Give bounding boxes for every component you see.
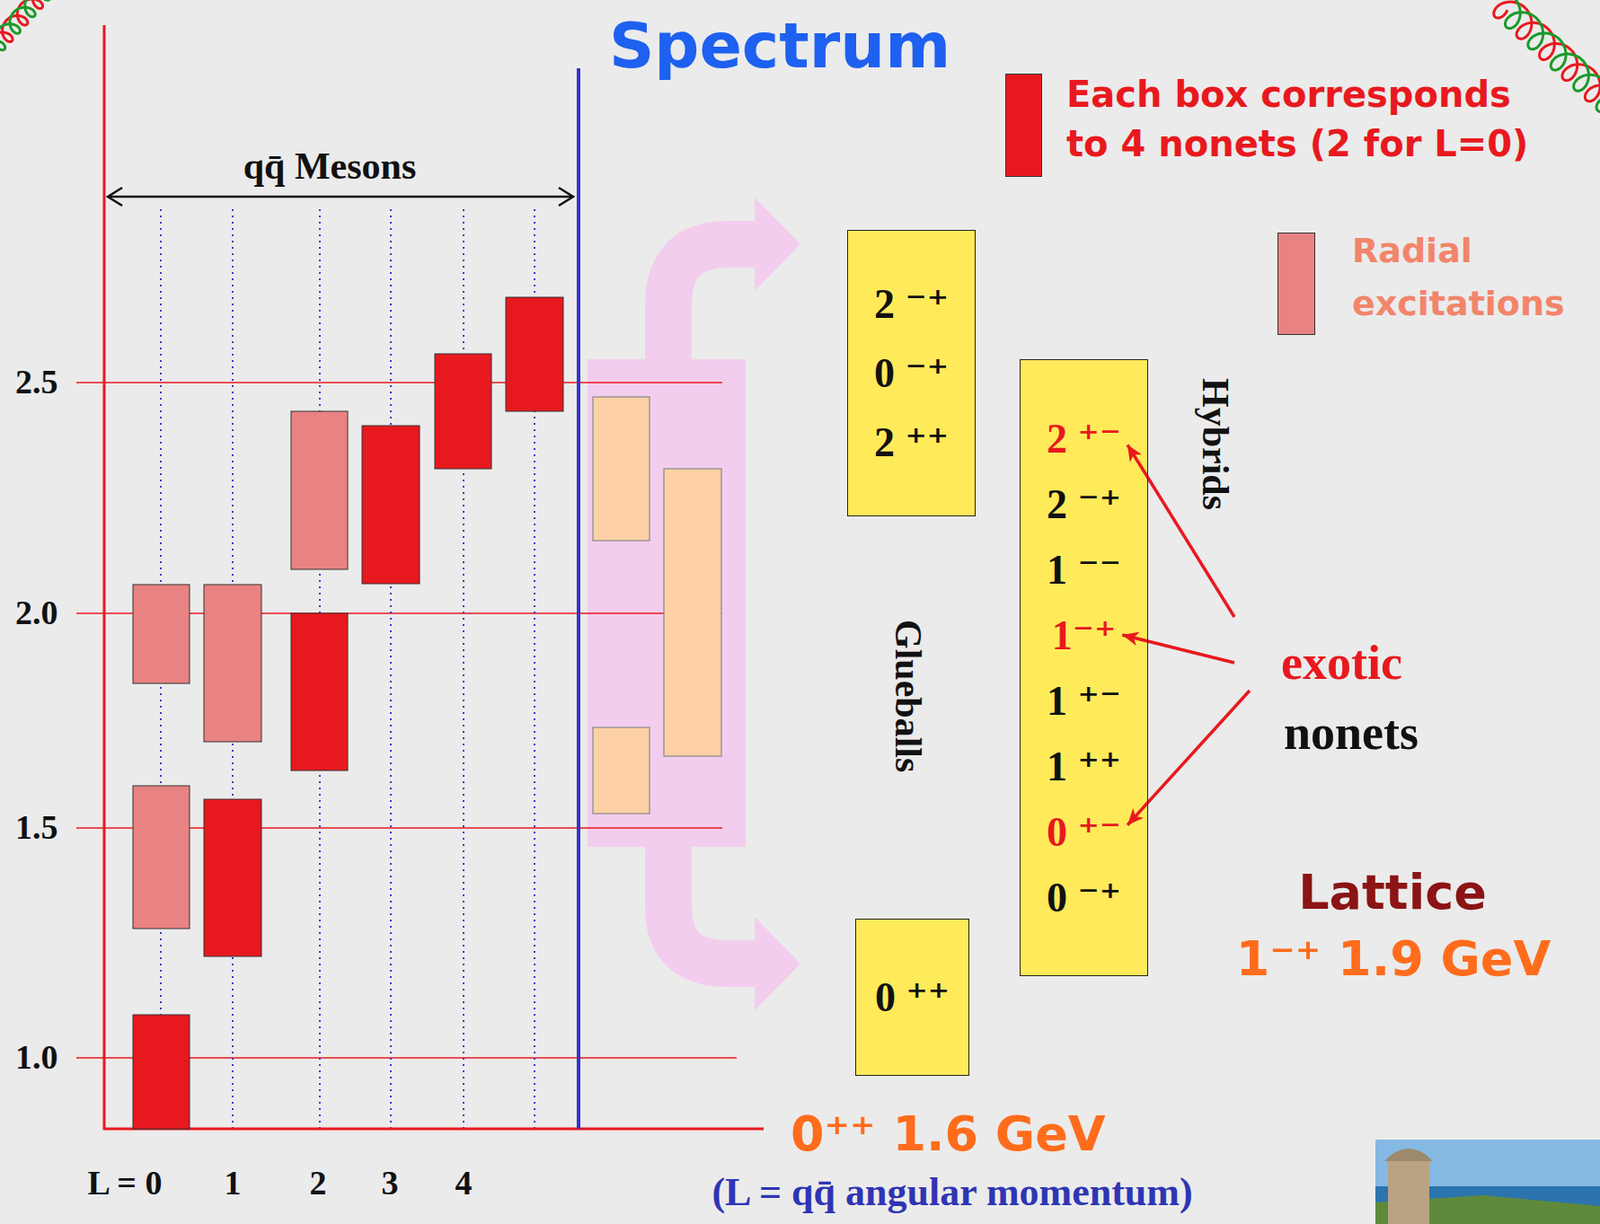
jpc-label: 1 ⁺⁻: [1046, 668, 1122, 734]
range-arrowhead: [107, 187, 123, 206]
axis-tick: 1.0: [15, 1038, 59, 1079]
node-fill: [847, 229, 976, 517]
photo-dome: [1384, 1149, 1433, 1162]
glueball-range: [592, 727, 650, 814]
jpc-label: 0 ⁺⁻: [1046, 799, 1122, 866]
photo-sky: [1375, 1140, 1600, 1224]
flow-arrowhead: [754, 917, 801, 1011]
axis-tick: 2.0: [15, 593, 59, 634]
gluon-coil: [0, 0, 51, 62]
legend-swatch: [1005, 73, 1043, 177]
divider-line: [576, 68, 581, 1130]
radial-box: [291, 411, 348, 570]
title: Spectrum: [609, 9, 951, 83]
lattice-value: 0⁺⁺ 1.6 GeV: [790, 1106, 1106, 1163]
lattice-value: 1⁻⁺ 1.9 GeV: [1236, 931, 1552, 988]
glueball-box: 2 ⁻⁺0 ⁻⁺2 ⁺⁺: [847, 229, 976, 517]
l-guide: [462, 209, 465, 1130]
callout-text: exotic: [1281, 635, 1403, 691]
flow-arrow: [668, 907, 760, 964]
photo: [1375, 1140, 1600, 1224]
meson-box: [434, 353, 492, 469]
photo-tower: [1387, 1159, 1430, 1224]
node-fill: [1019, 359, 1149, 977]
jpc-label: 0 ⁻⁺: [1046, 865, 1122, 931]
node-fill: [855, 919, 970, 1077]
l-guide: [389, 209, 392, 1130]
radial-box: [132, 584, 190, 684]
jpc-label: 2 ⁻⁺: [874, 269, 949, 339]
glueball-band: [587, 359, 746, 848]
group-heading: qq̄ Mesons: [243, 144, 417, 188]
radial-box: [132, 786, 190, 929]
meson-box: [203, 799, 262, 957]
axis-tick: L = 0: [88, 1164, 163, 1204]
legend-swatch: [1277, 232, 1316, 336]
jpc-label: 1 ⁻⁻: [1046, 537, 1122, 603]
range-arrow: [107, 195, 574, 199]
axis-note: (L = qq̄ angular momentum): [711, 1170, 1193, 1217]
axis-tick: 2: [309, 1164, 328, 1204]
hybrid-box: Hybrids2 ⁺⁻2 ⁻⁺1 ⁻⁻1⁻⁺1 ⁺⁻1 ⁺⁺0 ⁺⁻0 ⁻⁺: [1019, 359, 1149, 977]
jpc-label: 0 ⁻⁺: [874, 338, 949, 408]
glueball-box: 0 ⁺⁺: [855, 919, 970, 1077]
jpc-label: 2 ⁺⁺: [874, 407, 949, 478]
axis-tick: 1: [224, 1164, 242, 1204]
axis-tick: 2.5: [15, 362, 59, 403]
axis-tick: 1.5: [15, 808, 59, 849]
l-axis: [103, 1128, 764, 1132]
group-heading: Glueballs: [886, 619, 930, 773]
flow-arrow: [645, 847, 692, 908]
mass-axis: [103, 25, 107, 1131]
flow-arrow: [645, 305, 692, 360]
glueball-range: [592, 397, 650, 541]
flow-arrow: [668, 244, 760, 306]
leader-arrow: [1122, 635, 1235, 663]
radial-box: [203, 584, 262, 743]
grid-line: [76, 381, 723, 384]
meson-box: [291, 613, 348, 771]
glueball-range: [663, 468, 722, 757]
axis-tick: 4: [455, 1164, 473, 1204]
jpc-label: 1 ⁺⁺: [1046, 733, 1122, 800]
jpc-label: 0 ⁺⁺: [875, 963, 950, 1033]
jpc-label: 2 ⁺⁻: [1046, 406, 1122, 472]
meson-box: [362, 425, 420, 584]
flow-arrowhead: [754, 197, 801, 292]
callout-text: nonets: [1283, 705, 1419, 761]
range-arrowhead: [558, 187, 574, 206]
group-heading: Hybrids: [1193, 378, 1238, 511]
meson-box: [505, 297, 564, 412]
axis-tick: 3: [381, 1164, 399, 1204]
note-heading: Lattice: [1298, 865, 1487, 921]
jpc-label: 1⁻⁺: [1051, 602, 1117, 669]
legend-text: Radial excitations: [1352, 224, 1588, 331]
leader-arrow: [1127, 690, 1250, 826]
legend-text: Each box corresponds to 4 nonets (2 for …: [1066, 70, 1559, 169]
jpc-label: 2 ⁻⁺: [1046, 471, 1122, 538]
meson-box: [132, 1015, 190, 1130]
